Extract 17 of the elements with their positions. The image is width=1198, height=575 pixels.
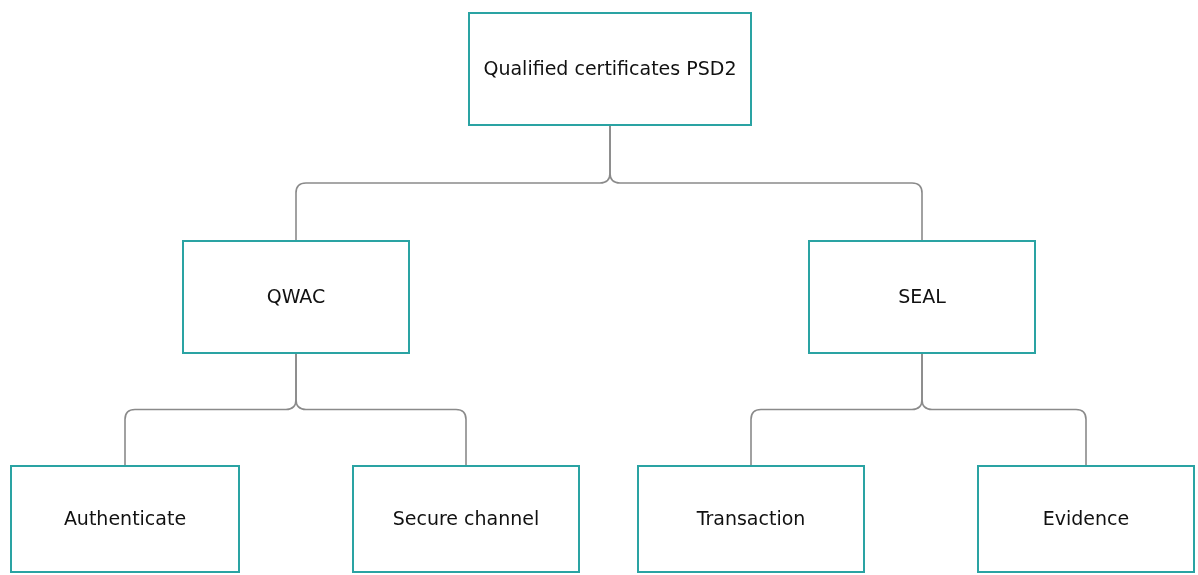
box-label: Secure channel: [391, 506, 541, 532]
box-label: Transaction: [695, 506, 807, 532]
connector-line: [295, 353, 467, 466]
category-box: [468, 12, 752, 126]
category-box: [182, 240, 410, 354]
box-label: Evidence: [1041, 506, 1131, 532]
category-box: [10, 465, 240, 573]
connector-line: [921, 353, 1087, 466]
box-label: Qualified certificates PSD2: [482, 56, 738, 82]
box-label: SEAL: [897, 284, 947, 310]
category-box: [637, 465, 865, 573]
box-label: QWAC: [265, 284, 327, 310]
connector-line: [609, 125, 923, 241]
category-box: [977, 465, 1195, 573]
category-box: [808, 240, 1036, 354]
category-box: [352, 465, 580, 573]
box-label: Authenticate: [62, 506, 188, 532]
